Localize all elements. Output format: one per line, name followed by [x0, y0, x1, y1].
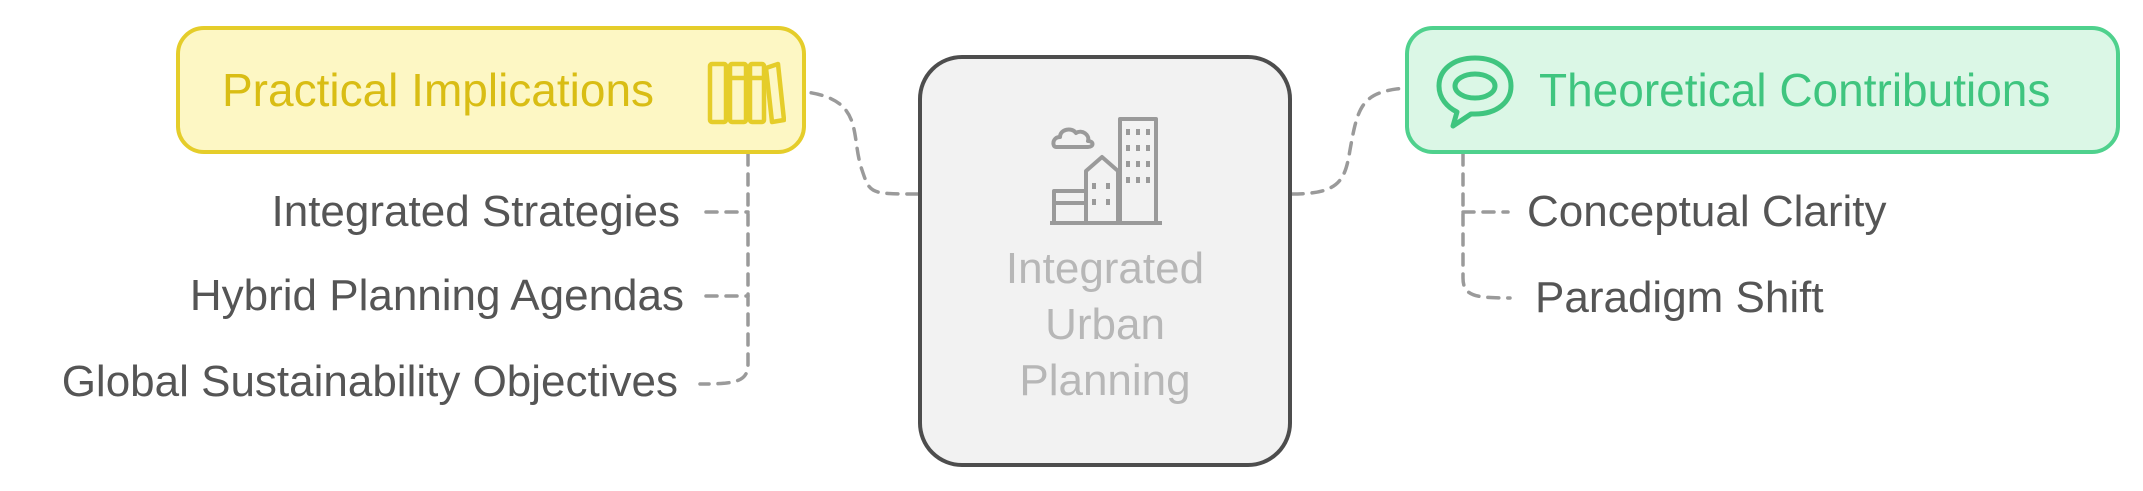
connector-theoretical-spine: [1461, 152, 1512, 300]
theoretical-contributions-box[interactable]: Theoretical Contributions: [1405, 26, 2120, 154]
center-title-line-3: Planning: [1019, 356, 1191, 405]
city-buildings-icon: [1050, 117, 1162, 225]
practical-item-integrated-strategies[interactable]: Integrated Strategies: [271, 187, 680, 236]
theoretical-item-conceptual-clarity[interactable]: Conceptual Clarity: [1527, 187, 1887, 236]
connector-center-theoretical: [1290, 86, 1407, 196]
practical-item-hybrid-planning-agendas[interactable]: Hybrid Planning Agendas: [189, 271, 684, 320]
practical-implications-label: Practical Implications: [222, 64, 655, 116]
center-title: Integrated Urban Planning: [922, 241, 1288, 409]
center-title-line-2: Urban: [1045, 300, 1165, 349]
books-icon: [707, 61, 786, 125]
practical-implications-box[interactable]: Practical Implications: [176, 26, 806, 154]
center-title-line-1: Integrated: [1005, 244, 1205, 293]
theoretical-contributions-label: Theoretical Contributions: [1539, 64, 2051, 116]
practical-item-global-sustainability-objectives[interactable]: Global Sustainability Objectives: [61, 357, 678, 406]
speech-bubble-icon: [1436, 55, 1514, 129]
theoretical-item-paradigm-shift[interactable]: Paradigm Shift: [1535, 273, 1824, 322]
connector-practical-spine: [698, 152, 750, 386]
connector-center-practical: [804, 90, 920, 196]
integrated-urban-planning-box[interactable]: Integrated Urban Planning: [918, 55, 1292, 467]
